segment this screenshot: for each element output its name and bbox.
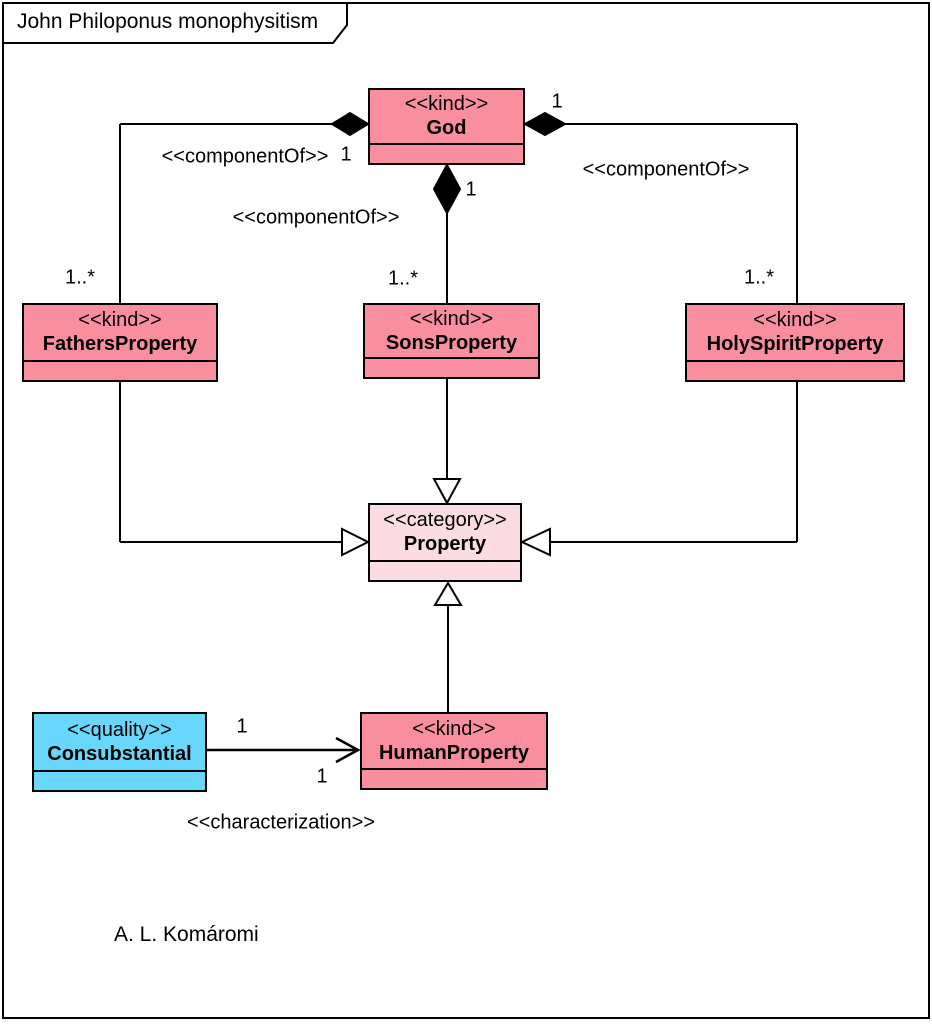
class-holy-spirit-property-stereotype: <<kind>> xyxy=(753,309,837,331)
class-property-attributes-compartment xyxy=(370,560,520,580)
edge-consubstantial-human-characterization[interactable] xyxy=(207,736,361,764)
class-consubstantial-header: <<quality>> Consubstantial xyxy=(34,714,205,770)
class-human-property[interactable]: <<kind>> HumanProperty xyxy=(360,712,548,790)
frame-title-tab xyxy=(2,2,348,44)
class-human-property-stereotype: <<kind>> xyxy=(412,717,496,740)
composition-diamond-icon xyxy=(522,111,568,137)
class-god-name: God xyxy=(426,117,467,139)
class-fathers-property-attributes-compartment xyxy=(24,360,216,380)
class-holy-spirit-property[interactable]: <<kind>> HolySpiritProperty xyxy=(685,303,905,382)
composition-diamond-icon xyxy=(432,162,462,216)
composition-diamond-icon xyxy=(330,111,370,137)
multiplicity-god-fathers-part: 1..* xyxy=(64,266,96,289)
class-property[interactable]: <<category>> Property xyxy=(368,503,522,582)
class-god-attributes-compartment xyxy=(370,143,523,163)
class-holy-spirit-property-attributes-compartment xyxy=(687,360,903,380)
multiplicity-characterization-target: 1 xyxy=(316,765,328,788)
multiplicity-god-sons-part: 1..* xyxy=(387,267,419,290)
class-fathers-property[interactable]: <<kind>> FathersProperty xyxy=(22,303,218,382)
class-fathers-property-header: <<kind>> FathersProperty xyxy=(24,305,216,360)
multiplicity-god-sons-whole: 1 xyxy=(465,178,477,201)
frame-title: John Philoponus monophysitism xyxy=(17,10,319,33)
edge-label-componentof-sons: <<componentOf>> xyxy=(232,206,400,229)
class-fathers-property-stereotype: <<kind>> xyxy=(78,309,162,331)
class-god[interactable]: <<kind>> God xyxy=(368,88,525,165)
class-consubstantial[interactable]: <<quality>> Consubstantial xyxy=(32,712,207,792)
multiplicity-god-fathers-whole: 1 xyxy=(340,143,352,166)
class-human-property-header: <<kind>> HumanProperty xyxy=(362,714,546,768)
class-holy-spirit-property-name: HolySpiritProperty xyxy=(706,333,884,355)
class-sons-property-stereotype: <<kind>> xyxy=(409,307,494,330)
generalization-arrow-icon xyxy=(432,478,462,506)
edge-fathers-property-generalization[interactable] xyxy=(119,382,371,557)
class-fathers-property-name: FathersProperty xyxy=(42,333,198,355)
class-human-property-name: HumanProperty xyxy=(378,741,530,764)
edge-god-fathers-composition[interactable] xyxy=(119,111,370,303)
edge-holyspirit-property-generalization[interactable] xyxy=(519,382,798,557)
edge-label-componentof-holyspirit: <<componentOf>> xyxy=(582,158,750,181)
open-arrowhead-icon xyxy=(335,736,361,764)
class-property-name: Property xyxy=(403,533,487,555)
class-consubstantial-attributes-compartment xyxy=(34,770,205,790)
generalization-arrow-icon xyxy=(341,527,371,557)
multiplicity-characterization-source: 1 xyxy=(236,715,248,738)
edge-human-property-generalization[interactable] xyxy=(433,581,463,712)
edge-label-characterization: <<characterization>> xyxy=(187,811,375,834)
class-holy-spirit-property-header: <<kind>> HolySpiritProperty xyxy=(687,305,903,360)
class-sons-property-header: <<kind>> SonsProperty xyxy=(365,305,538,357)
edge-sons-property-generalization[interactable] xyxy=(432,379,462,506)
class-god-stereotype: <<kind>> xyxy=(404,93,489,115)
class-sons-property-attributes-compartment xyxy=(365,357,538,377)
class-sons-property-name: SonsProperty xyxy=(385,331,518,354)
class-property-header: <<category>> Property xyxy=(370,505,520,560)
edge-label-componentof-fathers: <<componentOf>> xyxy=(161,145,329,168)
class-property-stereotype: <<category>> xyxy=(383,509,507,531)
multiplicity-god-holyspirit-whole: 1 xyxy=(551,90,563,113)
edge-god-holyspirit-composition[interactable] xyxy=(522,111,798,303)
edge-god-sons-composition[interactable] xyxy=(432,162,462,303)
class-human-property-attributes-compartment xyxy=(362,768,546,788)
class-god-header: <<kind>> God xyxy=(370,90,523,143)
attribution-text: A. L. Komáromi xyxy=(114,923,259,946)
class-sons-property[interactable]: <<kind>> SonsProperty xyxy=(363,303,540,379)
generalization-arrow-icon xyxy=(519,527,551,557)
class-consubstantial-stereotype: <<quality>> xyxy=(67,718,172,741)
class-consubstantial-name: Consubstantial xyxy=(47,742,192,765)
generalization-arrow-icon xyxy=(433,581,463,606)
multiplicity-god-holyspirit-part: 1..* xyxy=(743,266,775,289)
